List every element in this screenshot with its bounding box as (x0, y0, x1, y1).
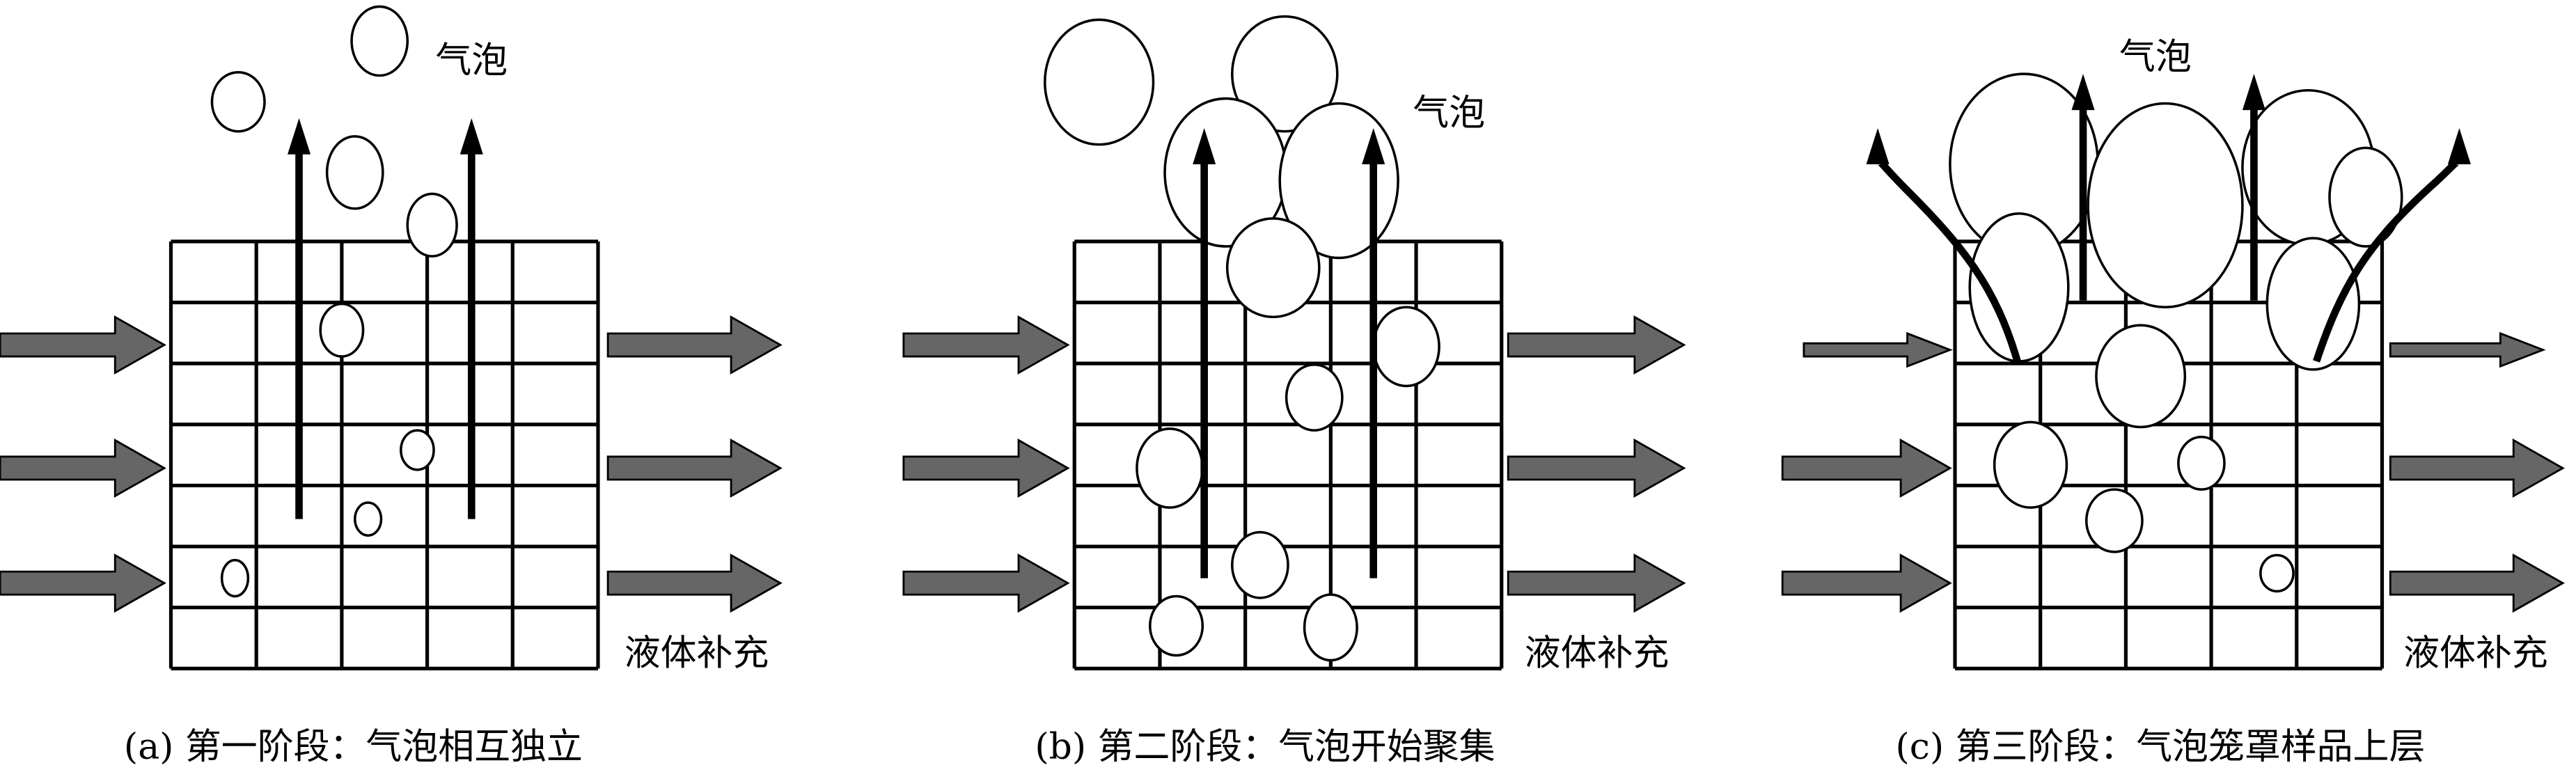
up-arrow-icon (2242, 74, 2265, 111)
panel-graphics (0, 5, 783, 670)
right-arrow-icon (902, 553, 1070, 613)
sample-grid (168, 239, 600, 670)
right-arrow-icon (2389, 438, 2565, 498)
liquid-supply-label: 液体补充 (2403, 633, 2548, 675)
bubble (1303, 593, 1358, 662)
right-arrow-icon (1507, 553, 1686, 613)
bubble (400, 429, 435, 471)
right-arrow-icon (1781, 553, 1952, 613)
panel-stage-3: 气泡 液体补充 (c) 第三阶段：气泡笼罩样品上层 (1781, 36, 2565, 768)
bubble (1993, 420, 2068, 509)
right-arrow-icon (0, 553, 166, 613)
bubble-label: 气泡 (1413, 92, 1485, 134)
up-arrow-icon (288, 118, 311, 155)
bubble (210, 71, 266, 133)
bubble (1278, 102, 1399, 260)
bubble-label: 气泡 (435, 40, 508, 81)
bubble (1372, 306, 1440, 388)
right-arrow-icon (902, 315, 1070, 375)
panel-caption: (a) 第一阶段：气泡相互独立 (124, 726, 583, 768)
panel-caption: (c) 第三阶段：气泡笼罩样品上层 (1896, 726, 2426, 768)
bubble (1231, 15, 1339, 133)
bubble (353, 501, 383, 537)
panel-graphics (902, 15, 1686, 670)
bubble (350, 5, 409, 77)
bubble (2265, 237, 2361, 371)
bubble (1044, 18, 1155, 146)
right-arrow-icon (606, 315, 783, 375)
bubble (1149, 594, 1204, 657)
right-arrow-icon (2389, 331, 2546, 368)
bubble (2328, 146, 2403, 248)
panel-stage-2: 气泡 液体补充 (b) 第二阶段：气泡开始聚集 (902, 15, 1686, 768)
bubble (2087, 102, 2244, 309)
liquid-supply-label: 液体补充 (625, 633, 769, 675)
right-arrow-icon (0, 438, 166, 498)
panel-stage-1: 气泡 液体补充 (a) 第一阶段：气泡相互独立 (0, 5, 783, 768)
bubble (1136, 427, 1204, 509)
bubble (1285, 363, 1344, 432)
right-arrow-icon (1803, 331, 1953, 368)
up-arrow-icon (1193, 128, 1216, 164)
right-arrow-icon (606, 553, 783, 613)
up-arrow-icon (460, 118, 483, 155)
up-arrow-icon (1866, 128, 1890, 164)
right-arrow-icon (606, 438, 783, 498)
bubble (1225, 217, 1321, 319)
liquid-supply-label: 液体补充 (1525, 633, 1670, 675)
bubble (2084, 488, 2144, 553)
bubble (406, 192, 458, 258)
up-arrow-icon (1362, 128, 1385, 164)
bubble (319, 302, 365, 358)
panel-caption: (b) 第二阶段：气泡开始聚集 (1035, 726, 1495, 768)
right-arrow-icon (1507, 438, 1686, 498)
right-arrow-icon (0, 315, 166, 375)
bubble (2095, 324, 2187, 429)
bubble (1231, 530, 1289, 599)
bubble (2177, 435, 2226, 491)
panel-graphics (1781, 72, 2565, 670)
right-arrow-icon (902, 438, 1070, 498)
bubble (325, 135, 384, 210)
bubble (1968, 212, 2070, 363)
up-arrow-icon (2071, 74, 2095, 111)
right-arrow-icon (2389, 553, 2565, 613)
right-arrow-icon (1507, 315, 1686, 375)
up-arrow-icon (2447, 128, 2471, 164)
bubble-label: 气泡 (2119, 36, 2192, 78)
right-arrow-icon (1781, 438, 1952, 498)
bubble (220, 558, 250, 598)
bubble (2259, 553, 2295, 593)
